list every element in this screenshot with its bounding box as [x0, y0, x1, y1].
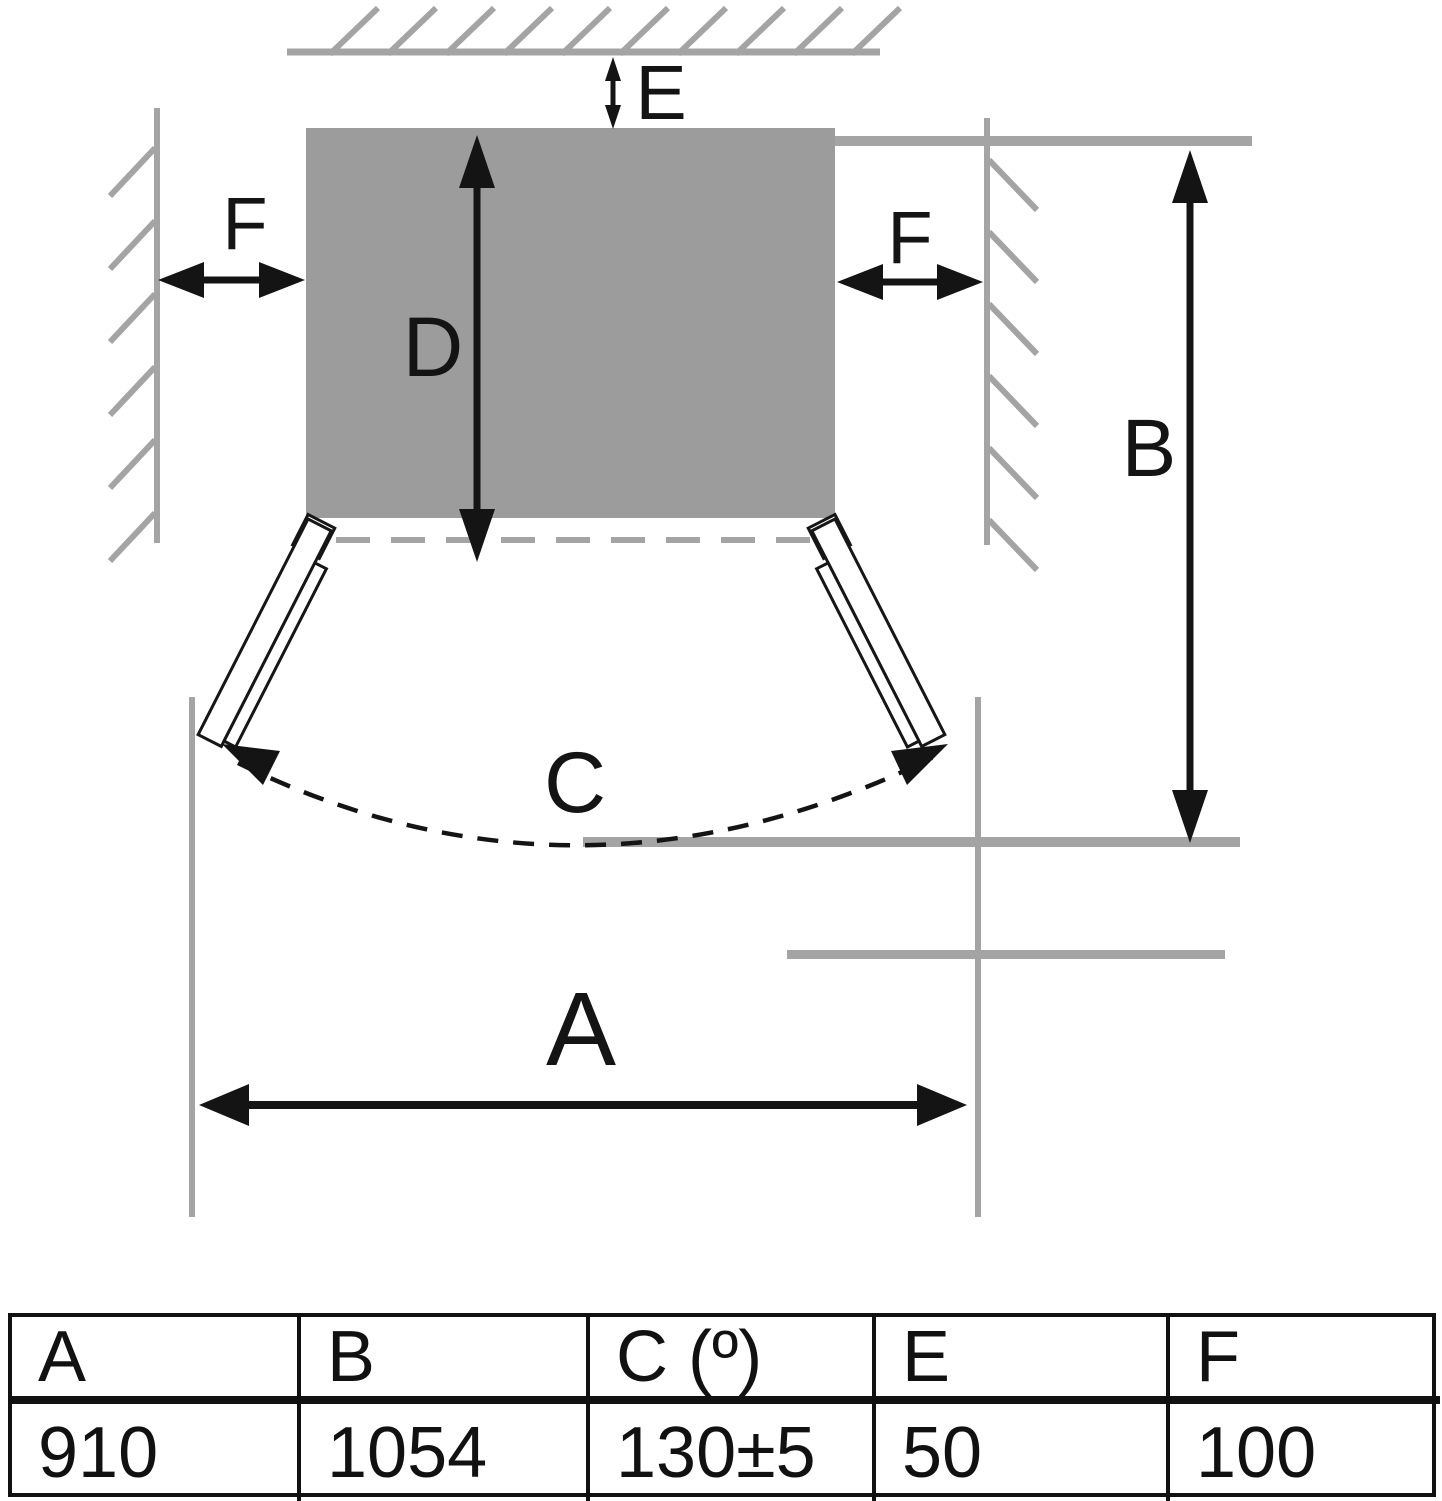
- dim-label-d: D: [403, 300, 464, 394]
- dim-label-c: C: [544, 735, 606, 831]
- width-left-reference-line: [189, 697, 195, 1217]
- table-value-e: 50: [876, 1404, 1170, 1501]
- installation-clearance-diagram: E F F D B C A: [107, 5, 1252, 1217]
- table-header-e: E: [876, 1317, 1170, 1404]
- left-wall-hatch-lines: [107, 145, 158, 564]
- width-right-reference-line: [975, 697, 981, 1217]
- lower-reference-line: [787, 950, 1225, 959]
- ceiling-wall: [287, 5, 903, 57]
- dim-label-b: B: [1122, 403, 1177, 494]
- table-header-c: C (º): [590, 1317, 876, 1404]
- table-value-c: 130±5: [590, 1404, 876, 1501]
- dim-arrow-b: [1172, 150, 1208, 843]
- right-wall: [984, 118, 1040, 573]
- dim-label-e: E: [635, 50, 686, 136]
- dim-arrow-a: [199, 1084, 967, 1126]
- door-swing-arc: [222, 744, 948, 848]
- table-header-a: A: [12, 1317, 301, 1404]
- dim-label-a: A: [546, 971, 616, 1088]
- top-right-reference-line: [835, 136, 1252, 146]
- ceiling-hatch-lines: [327, 5, 903, 57]
- dimensions-table: A B C (º) E F 910 1054 130±5 50 100: [8, 1313, 1440, 1501]
- table-header-b: B: [301, 1317, 590, 1404]
- right-door-open: [806, 512, 947, 750]
- height-bottom-reference-line: [583, 837, 1240, 847]
- table-value-a: 910: [12, 1404, 301, 1501]
- table-value-b: 1054: [301, 1404, 590, 1501]
- dim-arrow-e: [605, 57, 621, 129]
- left-wall: [107, 108, 160, 564]
- appliance-body: [306, 128, 835, 518]
- dim-arrow-f-right: [837, 264, 983, 300]
- dim-arrow-f-left: [158, 262, 305, 298]
- dim-arrow-d: [459, 135, 495, 562]
- left-door-open: [196, 512, 337, 750]
- right-wall-hatch-lines: [986, 157, 1040, 573]
- dim-label-f-right: F: [887, 196, 932, 279]
- table-value-f: 100: [1196, 1412, 1317, 1493]
- dim-label-f-left: F: [222, 182, 267, 265]
- table-header-f: F: [1170, 1317, 1440, 1404]
